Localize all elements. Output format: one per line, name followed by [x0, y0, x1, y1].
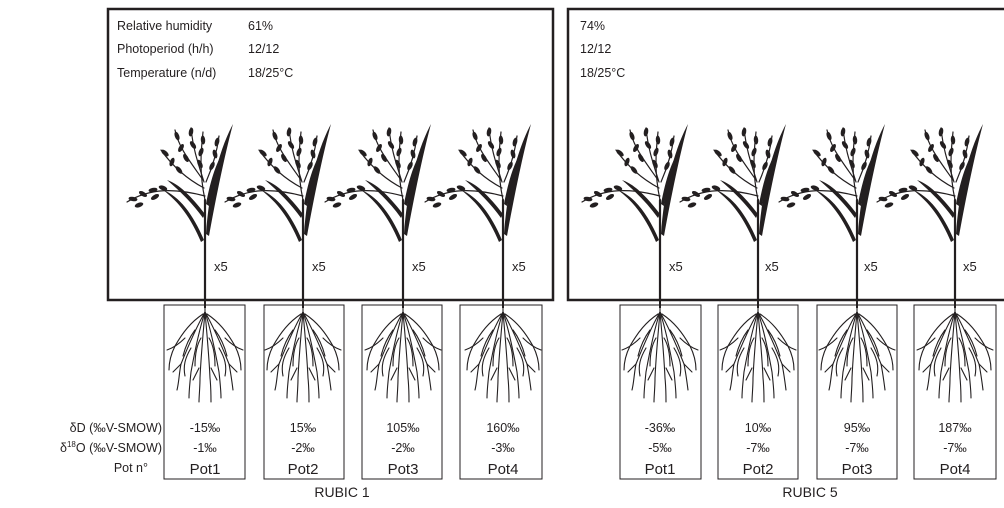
plant-count: x5	[963, 259, 977, 274]
roots-icon	[719, 307, 797, 403]
condition-value: 18/25°C	[580, 66, 625, 80]
condition-value: 18/25°C	[248, 66, 293, 80]
condition-label: Photoperiod (h/h)	[117, 42, 214, 56]
dD-value: -36‰	[645, 421, 676, 435]
growth-chamber-box	[566, 7, 1004, 302]
plant-count: x5	[864, 259, 878, 274]
pot-label: Pot4	[488, 461, 519, 478]
dD-value: 105‰	[386, 421, 420, 435]
conditions-table: 74% 12/12 18/25°C	[580, 19, 625, 80]
condition-value: 74%	[580, 19, 605, 33]
roots-icon	[916, 307, 994, 403]
dD-row-label: δD (‰V-SMOW)	[70, 421, 162, 435]
plant-count: x5	[312, 259, 326, 274]
pot-2: 10‰ -7‰ Pot2	[717, 304, 799, 480]
plant-count: x5	[765, 259, 779, 274]
dD-value: -15‰	[190, 421, 221, 435]
pot-label: Pot2	[743, 461, 774, 478]
pot-3: 95‰ -7‰ Pot3	[816, 304, 898, 480]
roots-icon	[364, 307, 442, 403]
pot-label: Pot1	[190, 461, 221, 478]
roots-icon	[818, 307, 896, 403]
d18O-value: -7‰	[943, 441, 967, 455]
d18O-row-label: δ18O (‰V-SMOW)	[60, 440, 162, 455]
d18O-value: -3‰	[491, 441, 515, 455]
plant-count: x5	[669, 259, 683, 274]
condition-value: 12/12	[248, 42, 279, 56]
dD-value: 10‰	[745, 421, 772, 435]
pot-4: 160‰ -3‰ Pot4	[459, 304, 543, 480]
conditions-table: Relative humidity 61% Photoperiod (h/h) …	[117, 19, 293, 80]
pot-1: -15‰ -1‰ Pot1	[163, 304, 246, 480]
pot-3: 105‰ -2‰ Pot3	[361, 304, 443, 480]
roots-icon	[464, 307, 542, 403]
dD-value: 187‰	[938, 421, 972, 435]
pot-label: Pot3	[842, 461, 873, 478]
condition-label: Temperature (n/d)	[117, 66, 216, 80]
growth-chamber-box	[106, 7, 555, 302]
dD-value: 160‰	[486, 421, 520, 435]
condition-value: 61%	[248, 19, 273, 33]
pot-1: -36‰ -5‰ Pot1	[619, 304, 702, 480]
dD-value: 15‰	[290, 421, 317, 435]
pot-label: Pot1	[645, 461, 676, 478]
roots-icon	[264, 307, 342, 403]
condition-value: 12/12	[580, 42, 611, 56]
pot-4: 187‰ -7‰ Pot4	[913, 304, 997, 480]
dD-value: 95‰	[844, 421, 871, 435]
plant-count: x5	[512, 259, 526, 274]
chamber-name: RUBIC 1	[314, 484, 369, 500]
plant-count: x5	[214, 259, 228, 274]
d18O-value: -2‰	[391, 441, 415, 455]
pot-label: Pot4	[940, 461, 971, 478]
plant-count: x5	[412, 259, 426, 274]
chamber-name: RUBIC 5	[782, 484, 837, 500]
d18O-value: -5‰	[648, 441, 672, 455]
roots-icon	[621, 307, 699, 403]
chamber-rubic-1: Relative humidity 61% Photoperiod (h/h) …	[106, 7, 555, 500]
pot-row-label: Pot n°	[114, 461, 148, 475]
row-labels: δD (‰V-SMOW) δ18O (‰V-SMOW) Pot n°	[60, 421, 162, 475]
d18O-value: -7‰	[845, 441, 869, 455]
chamber-rubic-5: 74% 12/12 18/25°C x5 x5 x5 x5 -36‰ -5‰ P…	[566, 7, 1004, 500]
d18O-value: -7‰	[746, 441, 770, 455]
d18O-value: -2‰	[291, 441, 315, 455]
pot-label: Pot3	[388, 461, 419, 478]
pot-label: Pot2	[288, 461, 319, 478]
condition-label: Relative humidity	[117, 19, 213, 33]
pot-2: 15‰ -2‰ Pot2	[263, 304, 345, 480]
d18O-value: -1‰	[193, 441, 217, 455]
roots-icon	[166, 307, 244, 403]
